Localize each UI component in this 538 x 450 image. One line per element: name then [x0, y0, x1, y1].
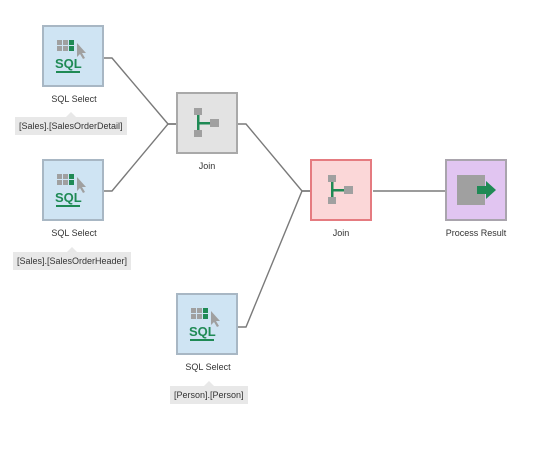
- process-result-node[interactable]: [445, 159, 507, 221]
- connector-join1-join2: [238, 123, 310, 192]
- svg-text:SQL: SQL: [55, 56, 82, 71]
- sql-select-label-3: SQL Select: [185, 362, 231, 372]
- join-node-2[interactable]: [310, 159, 372, 221]
- sql-select-node-2[interactable]: SQL: [42, 159, 104, 221]
- sql-source-tag-2[interactable]: [Sales].[SalesOrderHeader]: [13, 247, 132, 270]
- sql-table-icon: SQL: [189, 308, 220, 341]
- sql-select-label-2: SQL Select: [51, 228, 97, 238]
- join-label-2: Join: [332, 228, 350, 238]
- join-label-1: Join: [198, 161, 216, 171]
- sql-table-icon: SQL: [55, 174, 86, 207]
- sql-table-icon: SQL: [55, 40, 86, 73]
- sql-select-node-3[interactable]: SQL: [176, 293, 238, 355]
- join-node-1[interactable]: [176, 92, 238, 154]
- connector-sql1-join1: [104, 57, 176, 125]
- join-icon: [328, 175, 353, 204]
- sql-select-node-1[interactable]: SQL: [42, 25, 104, 87]
- process-result-icon: [457, 175, 496, 205]
- sql-source-tag-1[interactable]: [Sales].[SalesOrderDetail]: [15, 112, 127, 135]
- process-result-label: Process Result: [445, 228, 507, 238]
- connector-sql2-join1: [104, 123, 176, 192]
- join-icon: [194, 108, 219, 137]
- sql-select-label-1: SQL Select: [51, 94, 97, 104]
- sql-source-tag-3[interactable]: [Person].[Person]: [170, 381, 248, 404]
- svg-text:SQL: SQL: [55, 190, 82, 205]
- svg-text:SQL: SQL: [189, 324, 216, 339]
- connector-sql3-join2: [238, 190, 310, 328]
